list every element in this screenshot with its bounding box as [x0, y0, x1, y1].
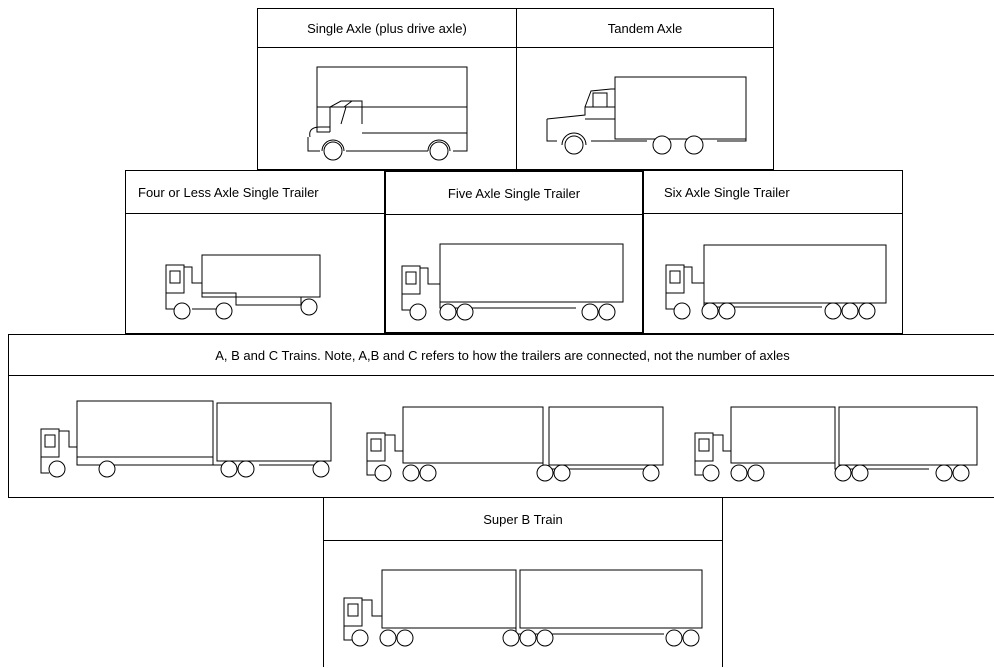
- tandem-axle-label: Tandem Axle: [517, 9, 773, 48]
- super-b-label: Super B Train: [324, 498, 722, 541]
- five-axle-label: Five Axle Single Trailer: [386, 172, 642, 215]
- single-axle-cell: Single Axle (plus drive axle): [257, 8, 517, 170]
- six-axle-cell: Six Axle Single Trailer: [643, 170, 903, 334]
- four-axle-tractor-trailer-icon: [165, 254, 321, 320]
- five-axle-tractor-trailer-icon: [401, 243, 624, 321]
- super-b-cell: Super B Train: [323, 497, 723, 667]
- four-axle-cell: Four or Less Axle Single Trailer: [125, 170, 385, 334]
- abc-train-icons: [40, 400, 978, 482]
- abc-trains-cell: A, B and C Trains. Note, A,B and C refer…: [8, 334, 994, 498]
- abc-trains-label: A, B and C Trains. Note, A,B and C refer…: [9, 335, 994, 376]
- six-axle-tractor-trailer-icon: [665, 244, 887, 320]
- single-axle-truck-icon: [307, 66, 468, 161]
- four-axle-label: Four or Less Axle Single Trailer: [126, 171, 384, 214]
- six-axle-label: Six Axle Single Trailer: [644, 171, 902, 214]
- a-train-icon: [40, 400, 332, 478]
- c-train-icon: [694, 406, 978, 482]
- super-b-train-icon: [343, 569, 703, 647]
- single-axle-label: Single Axle (plus drive axle): [258, 9, 516, 48]
- b-train-icon: [366, 406, 664, 482]
- tandem-axle-cell: Tandem Axle: [516, 8, 774, 170]
- five-axle-cell: Five Axle Single Trailer: [384, 170, 644, 334]
- tandem-axle-truck-icon: [546, 76, 747, 155]
